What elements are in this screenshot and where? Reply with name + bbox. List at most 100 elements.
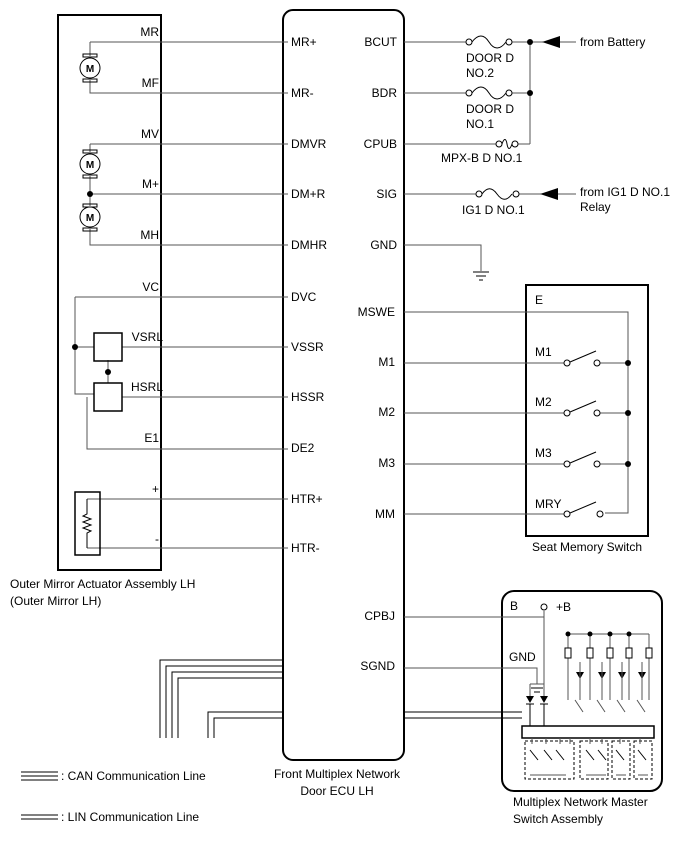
ecu-pin-m2: M2 (378, 405, 395, 419)
master-term-gnd: GND (509, 650, 536, 664)
ecu-pin-mrm: MR- (291, 86, 314, 100)
ecu-pin-htrp: HTR+ (291, 492, 323, 506)
ecu-pin-mm: MM (375, 507, 395, 521)
legend-can-label: : CAN Communication Line (61, 769, 206, 783)
heater-element (74, 491, 101, 556)
ecu-pin-bcut: BCUT (364, 35, 397, 49)
power-wiring (404, 41, 548, 271)
mirror-wiring (74, 41, 288, 549)
outer-mirror-actuator-box (57, 14, 162, 571)
ecu-pin-dmhr: DMHR (291, 238, 327, 252)
fuse-door-d-no1-label1: DOOR D (466, 102, 514, 116)
junction-dot (625, 360, 631, 366)
ecu-pin-dvc: DVC (291, 290, 317, 304)
ecu-pin-mrp: MR+ (291, 35, 317, 49)
fuse-ig1-d-no1 (475, 188, 520, 200)
junction-dot (87, 191, 93, 197)
fuse-door-d-no1-label2: NO.1 (466, 117, 494, 131)
fuse-door-d-no2-label1: DOOR D (466, 51, 514, 65)
can-communication-lines (159, 659, 283, 738)
hsrl-sensor (93, 382, 123, 412)
mirror-term-mr: MR (140, 25, 159, 39)
master-caption-line1: Multiplex Network Master (513, 795, 648, 809)
mirror-term-hsrl: HSRL (131, 380, 163, 394)
svg-text:M: M (86, 64, 94, 75)
master-caption-line2: Switch Assembly (513, 812, 603, 826)
seat-term-e: E (535, 293, 543, 307)
plus-b-terminal (540, 603, 548, 611)
ecu-pin-gnd: GND (370, 238, 397, 252)
junction-dot (72, 344, 78, 350)
svg-text:M: M (86, 213, 94, 224)
ecu-pin-hssr: HSSR (291, 390, 325, 404)
ecu-pin-vssr: VSSR (291, 340, 324, 354)
fuse-mpxb-label: MPX-B D NO.1 (441, 151, 523, 165)
seat-memory-switch-caption: Seat Memory Switch (532, 540, 642, 554)
ecu-pin-de2: DE2 (291, 441, 315, 455)
master-controller-bar (521, 725, 655, 739)
ecu-pin-dmpr: DM+R (291, 187, 326, 201)
mirror-caption-line1: Outer Mirror Actuator Assembly LH (10, 577, 195, 591)
master-term-plusb: +B (556, 600, 571, 614)
mirror-caption-line2: (Outer Mirror LH) (10, 594, 101, 608)
master-switch-box (501, 590, 663, 792)
ecu-caption-line1: Front Multiplex Network (274, 767, 401, 781)
motor-mr-mf: M (79, 53, 101, 83)
fuse-door-d-no2-label2: NO.2 (466, 66, 494, 80)
battery-arrow-icon (542, 36, 560, 48)
seat-term-mry: MRY (535, 497, 561, 511)
mirror-term-mh: MH (140, 228, 159, 242)
junction-dot (527, 90, 533, 96)
junction-dot (565, 631, 571, 637)
door-ecu-box (282, 9, 405, 761)
mirror-term-plus: + (152, 482, 159, 496)
ecu-pin-m3: M3 (378, 456, 395, 470)
ecu-caption-line2: Door ECU LH (300, 784, 373, 798)
ecu-pin-mswe: MSWE (358, 305, 395, 319)
master-term-b: B (510, 599, 518, 613)
seat-memory-switch-box (525, 284, 649, 537)
junction-dot (105, 369, 111, 375)
junction-dot (587, 631, 593, 637)
from-battery-label: from Battery (580, 35, 645, 49)
mirror-term-vc: VC (142, 280, 159, 294)
legend-lin-label: : LIN Communication Line (61, 810, 199, 824)
ecu-pin-cpbj: CPBJ (364, 609, 395, 623)
mirror-term-mf: MF (142, 76, 159, 90)
ig1-arrow-icon (540, 188, 558, 200)
ecu-pin-htrm: HTR- (291, 541, 320, 555)
mirror-term-vsrl: VSRL (132, 330, 164, 344)
seat-term-m2: M2 (535, 395, 552, 409)
fuse-door-d-no1 (465, 86, 513, 100)
fuse-ig1-label: IG1 D NO.1 (462, 203, 525, 217)
ground-icon (531, 687, 543, 693)
seat-term-m1: M1 (535, 345, 552, 359)
ground-icon (473, 271, 489, 281)
legend-can-symbol (21, 771, 58, 781)
ecu-pin-cpub: CPUB (364, 137, 397, 151)
master-switch-grid (524, 738, 653, 780)
svg-text:M: M (86, 160, 94, 171)
mirror-term-e1: E1 (144, 431, 159, 445)
junction-dot (607, 631, 613, 637)
master-indicator-circuits (564, 633, 653, 713)
ecu-pin-sig: SIG (376, 187, 397, 201)
seat-term-m3: M3 (535, 446, 552, 460)
motor-mv: M (79, 149, 101, 179)
fuse-door-d-no2 (465, 35, 513, 49)
ecu-pin-bdr: BDR (372, 86, 398, 100)
motor-mh: M (79, 203, 101, 232)
mirror-term-mv: MV (141, 127, 159, 141)
from-ig1-label2: Relay (580, 200, 611, 214)
junction-dot (625, 410, 631, 416)
lin-communication-lines (207, 711, 522, 738)
from-ig1-label1: from IG1 D NO.1 (580, 185, 670, 199)
ecu-pin-m1: M1 (378, 355, 395, 369)
junction-dot (626, 631, 632, 637)
mirror-term-mplus: M+ (142, 177, 159, 191)
seat-switch-contacts (563, 350, 604, 518)
master-diode-pair (526, 696, 548, 726)
legend-lin-symbol (21, 814, 58, 820)
vsrl-sensor (93, 332, 123, 362)
